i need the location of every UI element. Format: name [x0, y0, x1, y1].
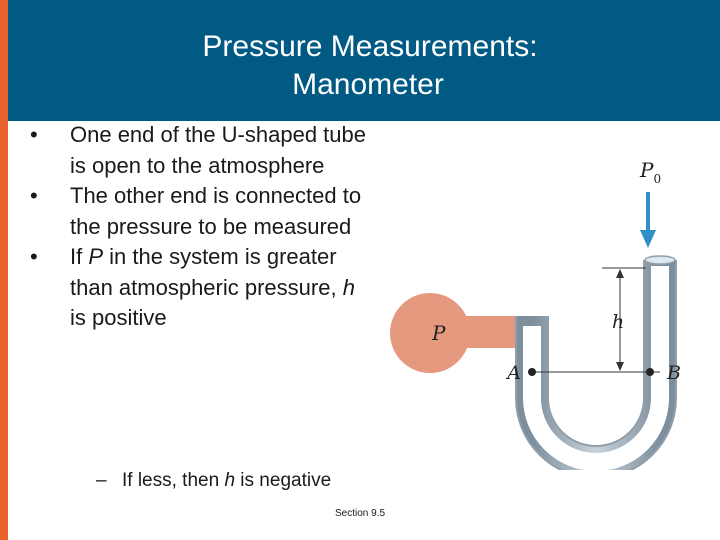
slide-title: Pressure Measurements: Manometer — [8, 28, 720, 104]
title-line-2: Manometer — [292, 68, 444, 101]
pressure-bulb — [390, 293, 470, 373]
point-a — [528, 368, 536, 376]
sub-bullet: –If less, then h is negative — [96, 470, 331, 492]
p0-label: P0 — [639, 158, 661, 186]
bullet-item: The other end is connected to the pressu… — [26, 181, 366, 242]
bullet-text-post: is positive — [70, 305, 167, 330]
down-arrowhead-icon — [616, 362, 624, 371]
bullet-text-pre: If — [70, 244, 89, 269]
variable-h: h — [342, 274, 355, 300]
p-label: P — [431, 321, 446, 345]
sub-bullet-dash: – — [96, 470, 107, 491]
bullet-item: One end of the U-shaped tube is open to … — [26, 120, 366, 181]
bullet-item: If P in the system is greater than atmos… — [26, 242, 366, 334]
manometer-diagram: P0 h P A B — [390, 158, 681, 470]
u-tube-inner — [523, 266, 669, 470]
accent-stripe — [0, 0, 8, 540]
h-label: h — [612, 311, 624, 333]
variable-h: h — [224, 470, 236, 491]
section-footer: Section 9.5 — [334, 508, 386, 519]
tube-opening — [644, 255, 676, 265]
title-banner: Pressure Measurements: Manometer — [8, 0, 720, 121]
up-arrowhead-icon — [616, 269, 624, 278]
down-arrow-icon — [640, 230, 656, 248]
bullet-text: One end of the U-shaped tube is open to … — [70, 122, 366, 178]
sub-bullet-pre: If less, then — [122, 470, 225, 491]
point-b — [646, 368, 654, 376]
sub-bullet-post: is negative — [235, 470, 332, 491]
title-line-1: Pressure Measurements: — [202, 30, 538, 63]
variable-p: P — [88, 244, 104, 269]
b-label: B — [666, 362, 681, 384]
bullet-list: One end of the U-shaped tube is open to … — [26, 120, 366, 334]
bullet-text: The other end is connected to the pressu… — [70, 183, 362, 239]
bullet-text-mid: in the system is greater than atmospheri… — [70, 244, 343, 300]
a-label: A — [505, 362, 521, 384]
